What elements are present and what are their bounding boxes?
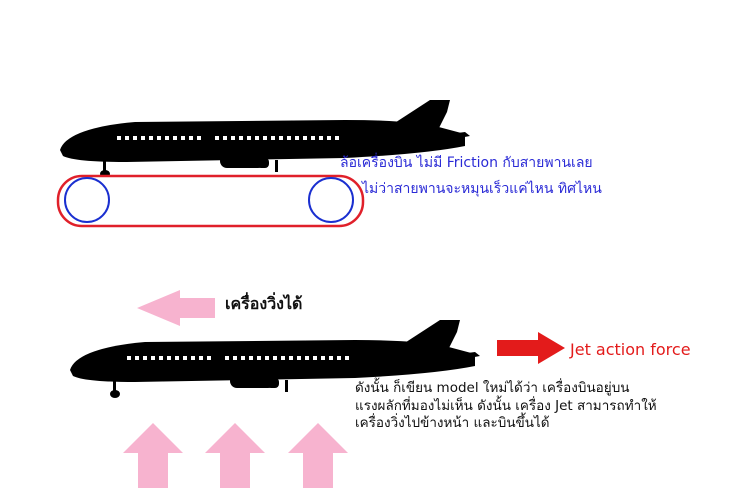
top-caption-line2: ไม่ว่าสายพานจะหมุนเร็วแค่ไหน ทิศไหน	[362, 181, 602, 197]
belt-wheel-right	[308, 177, 354, 223]
conclusion-line2: แรงผลักที่มองไม่เห็น ดังนั้น เครื่อง Jet…	[355, 397, 657, 414]
up-arrow-icon-1	[123, 423, 183, 488]
belt-wheel-left	[64, 177, 110, 223]
conclusion-text: ดังนั้น ก็เขียน model ใหม่ได้ว่า เครื่อง…	[355, 380, 657, 433]
run-label: เครื่องวิ่งได้	[225, 294, 303, 313]
up-arrow-icon-3	[288, 423, 348, 488]
right-arrow-icon	[497, 332, 565, 364]
top-caption-line1: ล้อเครื่องบิน ไม่มี Friction กับสายพานเล…	[340, 155, 593, 171]
jet-action-force-label: Jet action force	[570, 340, 691, 359]
up-arrow-icon-2	[205, 423, 265, 488]
conclusion-line3: เครื่องวิ่งไปข้างหน้า และบินขึ้นได้	[355, 415, 550, 432]
conclusion-line1: ดังนั้น ก็เขียน model ใหม่ได้ว่า เครื่อง…	[355, 380, 630, 396]
left-arrow-icon	[137, 290, 215, 326]
conveyor-belt-icon	[56, 174, 365, 228]
